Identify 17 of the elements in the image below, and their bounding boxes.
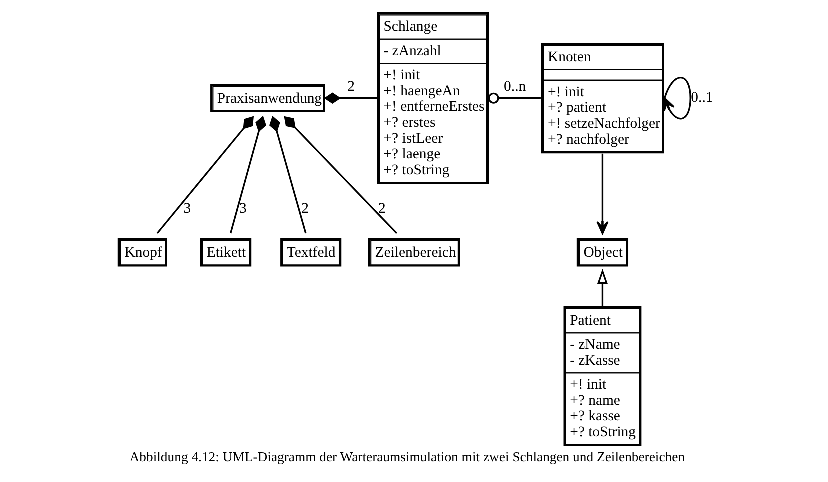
edge-label: 0..n bbox=[504, 79, 526, 96]
connector bbox=[488, 92, 541, 104]
edge-label: 2 bbox=[348, 79, 356, 96]
connector bbox=[230, 116, 266, 234]
edge-label: 3 bbox=[184, 200, 192, 217]
arrow bbox=[597, 269, 608, 306]
connector bbox=[270, 116, 307, 234]
edge-label: 3 bbox=[240, 200, 247, 217]
connector bbox=[284, 116, 398, 234]
arrow bbox=[596, 154, 609, 234]
connector bbox=[324, 92, 378, 104]
edge-label: 0..1 bbox=[691, 90, 714, 106]
arrow bbox=[664, 77, 692, 120]
connector bbox=[156, 116, 254, 234]
edge-label: 2 bbox=[302, 200, 309, 217]
edge-label: 2 bbox=[378, 200, 386, 217]
caption: Abbildung 4.12: UML-Diagramm der Warteraumsimulation mit zwei Schlangen und Zeilenbereichen bbox=[130, 449, 686, 464]
